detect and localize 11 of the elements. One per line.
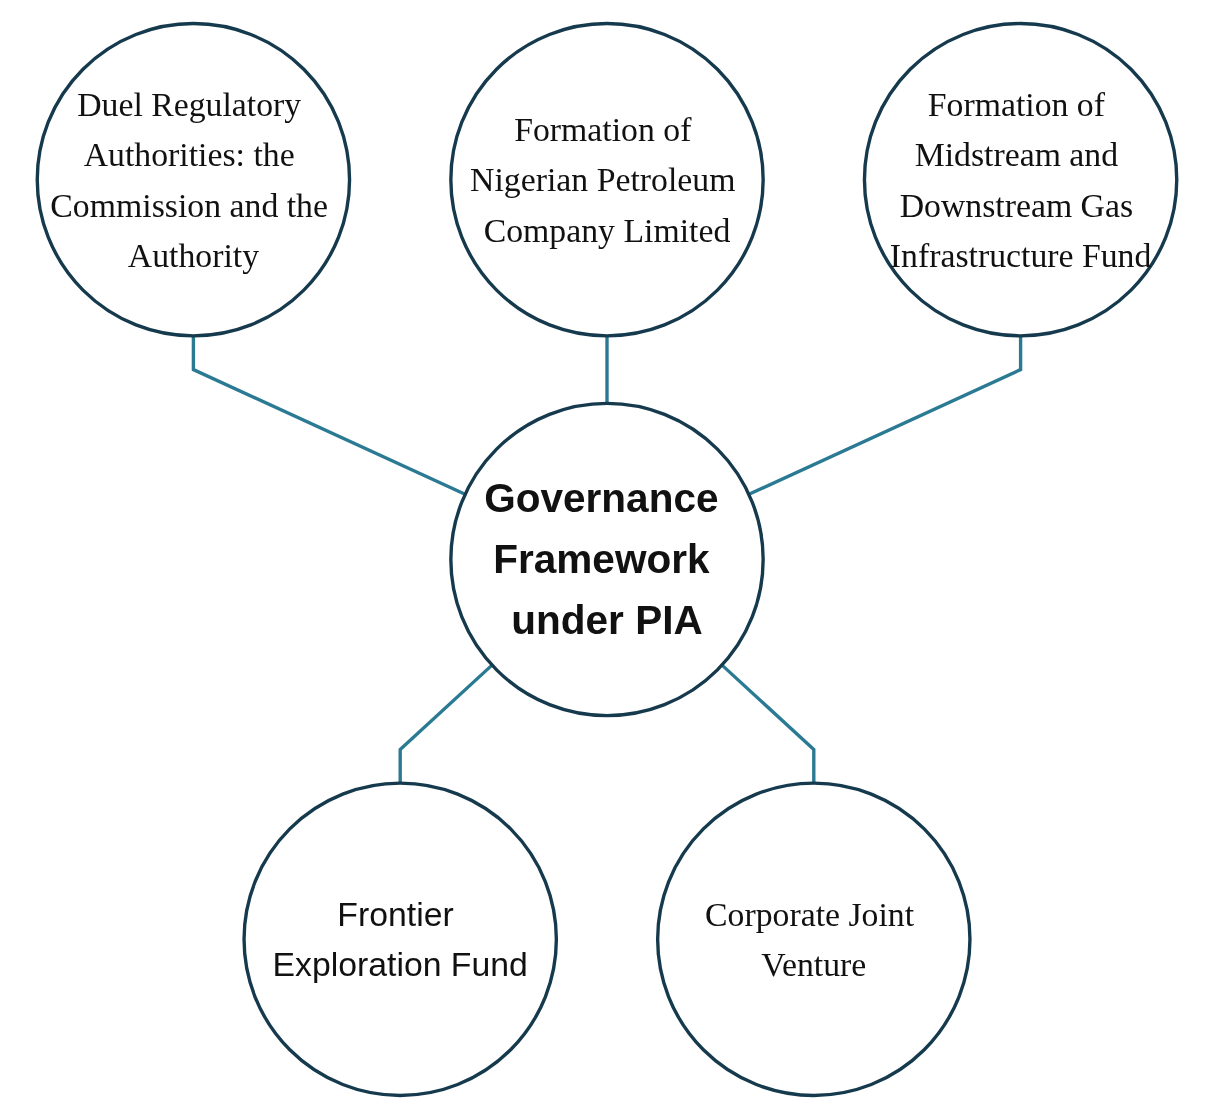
node-circle: Duel Regulatory Authorities: the Commission and the Authority bbox=[35, 21, 352, 338]
node-circle: Governance Framework under PIA bbox=[449, 401, 765, 718]
node-circle: Corporate Joint Venture bbox=[655, 781, 972, 1098]
node-circle: Frontier Exploration Fund bbox=[242, 781, 559, 1098]
connector bbox=[398, 663, 494, 784]
connector bbox=[605, 335, 609, 404]
node-circle: Formation of Nigerian Petroleum Company Limited bbox=[449, 21, 765, 338]
node-circle: Formation of Midstream and Downstream Gas Infrastructure Fund bbox=[862, 21, 1179, 338]
connector bbox=[191, 335, 466, 496]
connector bbox=[720, 663, 816, 784]
connector bbox=[748, 335, 1023, 496]
